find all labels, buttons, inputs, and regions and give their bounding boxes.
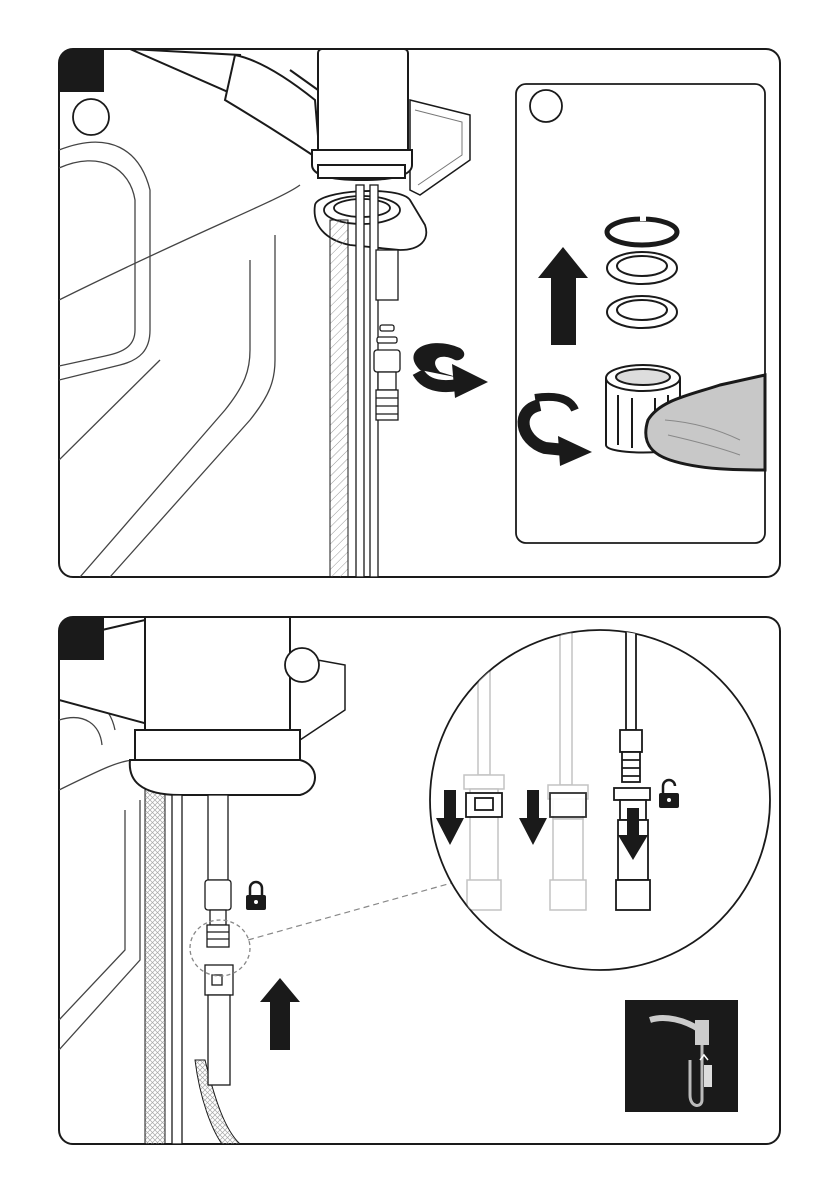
washer	[607, 296, 677, 328]
supply-hose	[330, 220, 348, 577]
washer	[607, 252, 677, 284]
step-1-detail-inset	[516, 84, 765, 543]
supply-hose	[145, 780, 165, 1144]
step-2-tab	[59, 617, 104, 660]
magnified-connection-detail	[430, 630, 770, 970]
pull-out-hose-connection-icon	[625, 1000, 738, 1112]
detail-callout-1	[73, 99, 109, 135]
detail-callout-2	[530, 90, 562, 122]
step-1-tab	[59, 49, 104, 92]
detail-callout-3	[285, 648, 319, 682]
step-2-panel	[59, 617, 780, 1144]
